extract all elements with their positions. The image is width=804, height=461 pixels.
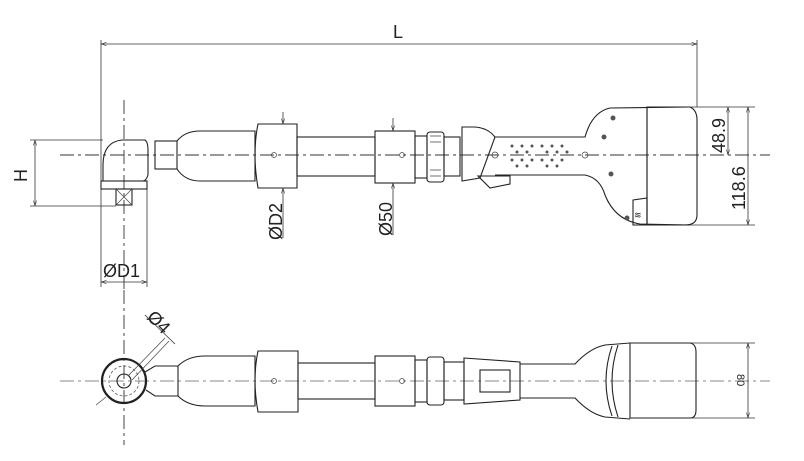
top-view: Ø4 80	[60, 290, 770, 445]
dim-d1-label: ØD1	[103, 261, 140, 281]
handle-2	[520, 342, 631, 420]
square-drive	[115, 188, 133, 206]
trigger-body-2	[463, 357, 521, 405]
trigger-2	[479, 369, 511, 393]
head-circle	[100, 357, 148, 405]
ring	[426, 131, 445, 183]
sleeve-d2	[254, 123, 298, 189]
side-view-dimensions: L H ØD1 ØD2 Ø50 48.9 118.6	[11, 22, 755, 287]
handle	[495, 106, 691, 226]
tube	[296, 136, 376, 177]
dim-48-9-label: 48.9	[709, 118, 729, 153]
neck-2	[144, 365, 179, 397]
dim-height-label: H	[11, 169, 31, 182]
battery	[646, 106, 698, 226]
dim-d2-label: ØD2	[266, 203, 286, 240]
sleeve-2	[254, 350, 299, 413]
vent-pattern	[510, 115, 630, 221]
trigger-head	[461, 126, 496, 182]
front-body	[176, 130, 256, 182]
trigger	[476, 175, 511, 189]
dim-118-6-label: 118.6	[729, 166, 749, 210]
dim-4-label: Ø4	[143, 307, 174, 338]
dim-length-label: L	[393, 22, 403, 42]
sleeve-50	[374, 130, 416, 184]
neck	[154, 140, 178, 170]
logo-icon: ≋	[634, 210, 642, 220]
battery-latch	[632, 197, 648, 226]
collar	[414, 135, 428, 179]
side-view: ≋	[60, 100, 770, 290]
angle-head	[102, 139, 149, 182]
dim-80-label: 80	[734, 374, 746, 386]
motor-housing	[443, 136, 461, 177]
dim-50-label: Ø50	[376, 202, 396, 236]
